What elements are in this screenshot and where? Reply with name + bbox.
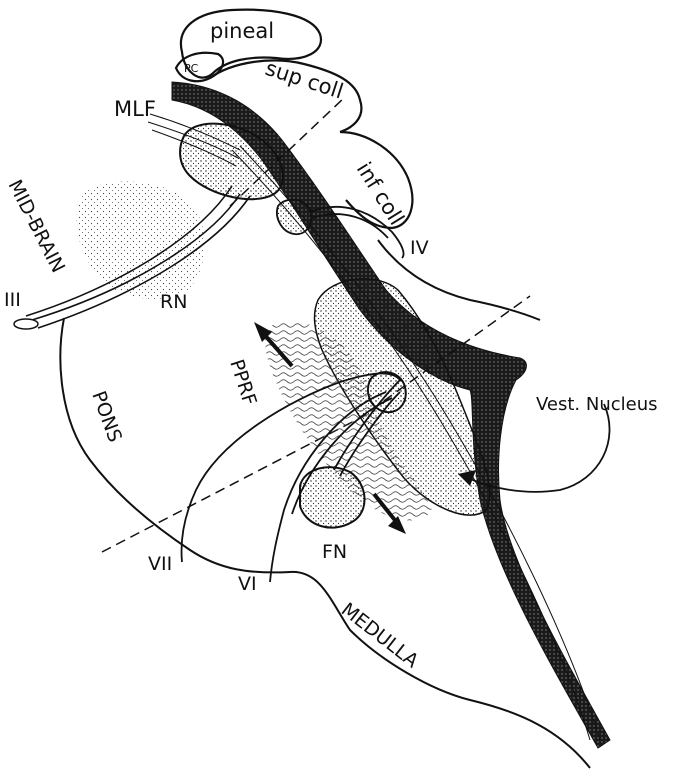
trochlear-nucleus <box>277 200 311 235</box>
label-pineal: pineal <box>210 19 274 43</box>
label-mlf: MLF <box>114 97 156 121</box>
oculomotor-nerve-end <box>14 319 38 329</box>
label-vii: VII <box>148 553 172 575</box>
label-iii: III <box>4 289 21 311</box>
label-vi: VI <box>238 573 257 595</box>
label-mid-brain: MID-BRAIN <box>4 176 69 276</box>
label-fn: FN <box>322 541 347 563</box>
label-medulla: MEDULLA <box>337 599 423 673</box>
label-pprf: PPRF <box>225 357 260 409</box>
label-rn: RN <box>160 291 187 313</box>
label-pons: PONS <box>87 388 126 445</box>
label-vest-nucleus: Vest. Nucleus <box>536 394 658 415</box>
red-nucleus <box>77 181 205 299</box>
label-iv: IV <box>410 237 429 259</box>
label-pc: PC <box>184 62 199 75</box>
